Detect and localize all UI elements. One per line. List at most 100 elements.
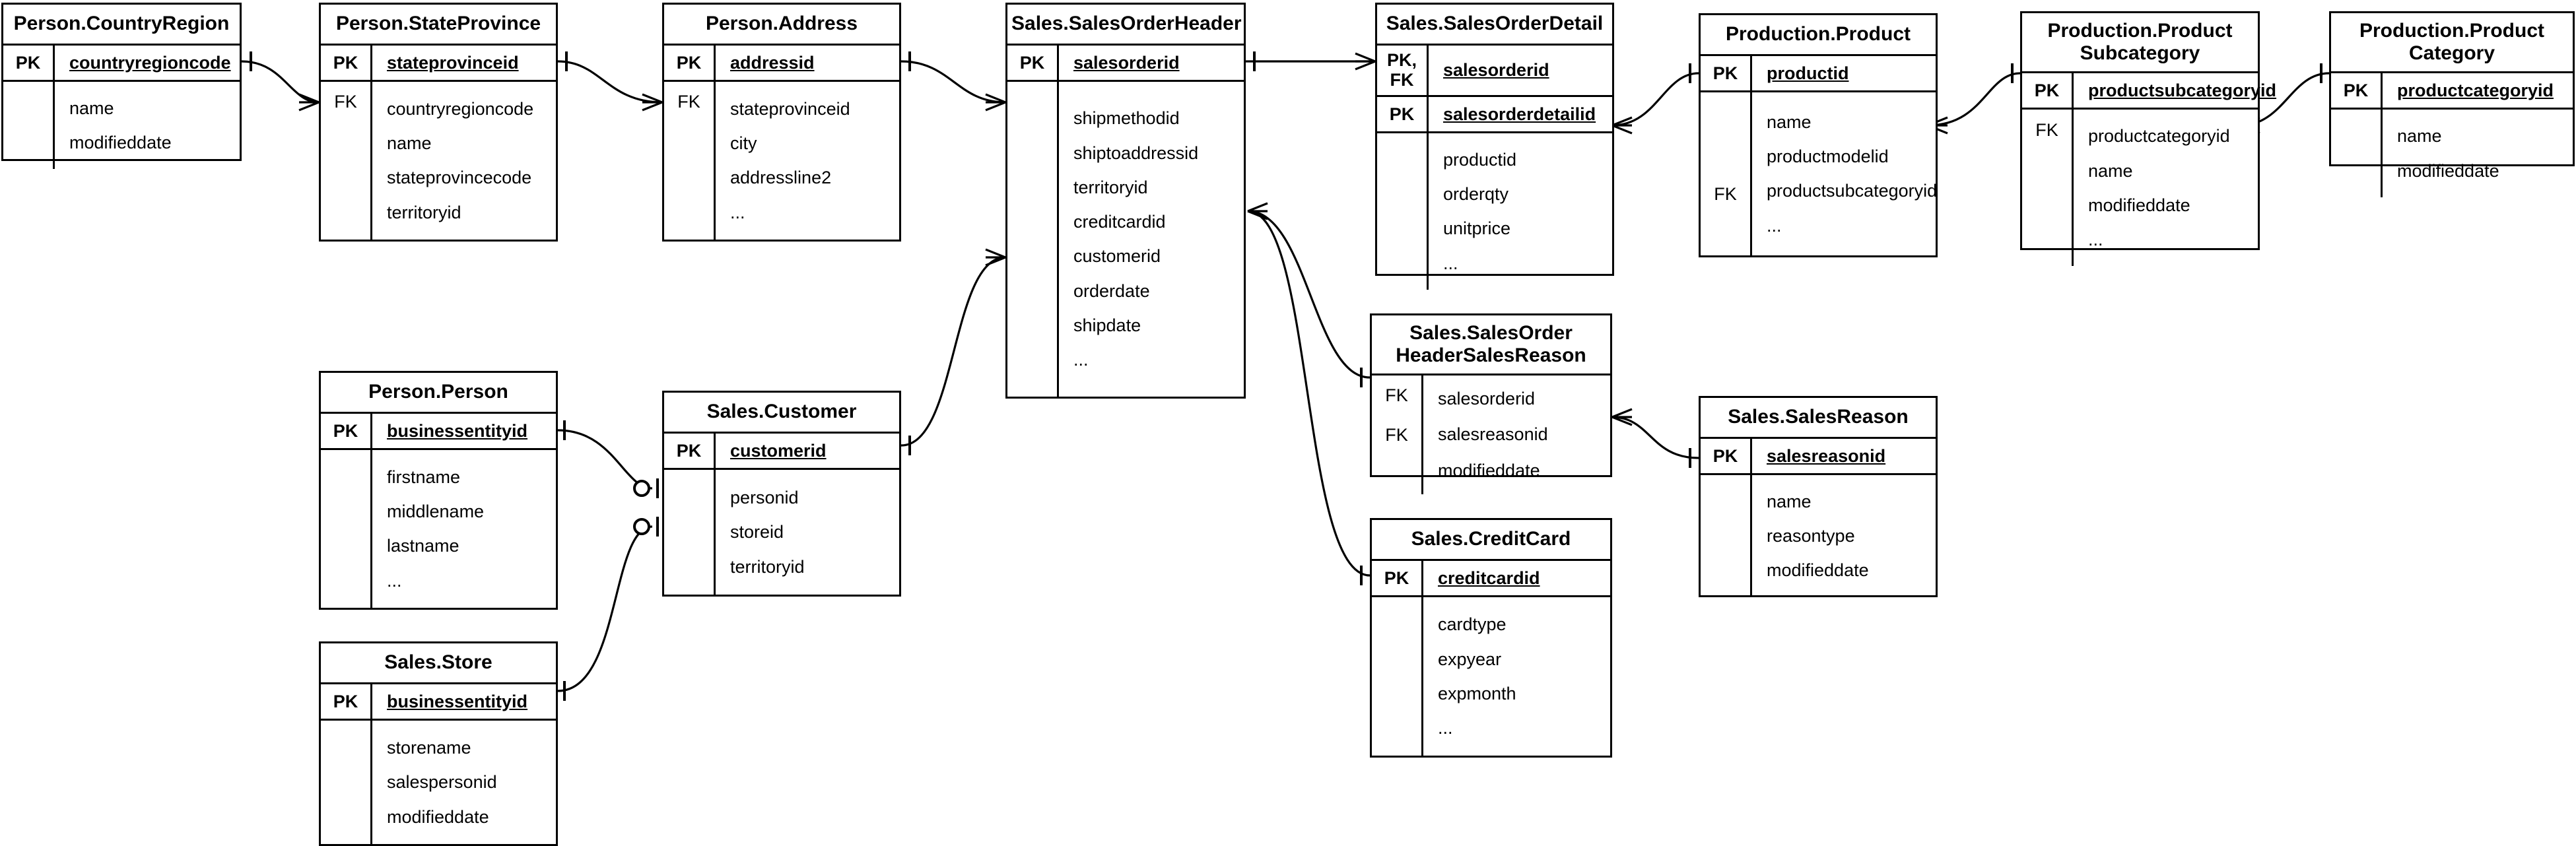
key-column-list: productsubcategoryid — [2074, 73, 2276, 108]
entity-title: Production.Product — [1701, 15, 1936, 56]
field-column-list: storename salespersonid modifieddate — [372, 721, 556, 844]
column-name: salesorderdetailid — [1443, 104, 1596, 124]
column-name: storeid — [730, 522, 784, 542]
column-name: salesreasonid — [1767, 445, 1886, 466]
column-name: orderqty — [1443, 184, 1509, 205]
column-name: productid — [1767, 63, 1849, 83]
field-tag-stack: FK — [2022, 110, 2074, 267]
key-tag: PK — [321, 45, 372, 80]
column-name: salesorderid — [1073, 52, 1180, 73]
entity-sales-customer[interactable]: Sales.Customer PK customerid personid st… — [662, 391, 901, 597]
fk-tag: FK — [334, 92, 357, 112]
key-column-list: salesorderdetailid — [1429, 97, 1612, 131]
field-column-list: firstname middlename lastname ... — [372, 450, 556, 608]
column-name: territoryid — [730, 556, 805, 577]
column-name: name — [1767, 491, 1812, 511]
field-tag — [664, 469, 716, 595]
entity-sales-salesorderdetail[interactable]: Sales.SalesOrderDetail PK, FK salesorder… — [1375, 3, 1614, 290]
entity-key-row: PK salesreasonid — [1701, 438, 1936, 475]
entity-key-row: PK businessentityid — [321, 413, 556, 450]
connector-stateprovince-address — [557, 51, 663, 112]
entity-field-row: FK name productmodelid productsubcategor… — [1701, 92, 1937, 255]
entity-person-stateprovince[interactable]: Person.StateProvince PK stateprovinceid … — [319, 3, 558, 242]
entity-production-productsubcategory[interactable]: Production.Product Subcategory PK produc… — [2020, 11, 2276, 267]
fk-tag: FK — [1714, 184, 1737, 205]
entity-field-row: storename salespersonid modifieddate — [321, 720, 556, 844]
entity-key-row: PK productsubcategoryid — [2022, 73, 2276, 110]
spacer — [1701, 133, 1750, 174]
column-name: storename — [387, 738, 471, 758]
column-name: reasontype — [1767, 526, 1855, 546]
entity-title: Production.Product Category — [2331, 13, 2573, 74]
spacer — [1372, 455, 1421, 494]
connector-salesorderheader-salesorderdetail — [1246, 51, 1376, 71]
column-name: ... — [1767, 215, 1782, 236]
entity-sales-store[interactable]: Sales.Store PK businessentityid storenam… — [319, 641, 558, 846]
column-name: unitprice — [1443, 218, 1511, 239]
entity-production-productcategory[interactable]: Production.Product Category PK productca… — [2329, 11, 2575, 197]
key-tag: PK — [1701, 438, 1752, 473]
field-tag — [321, 449, 372, 608]
entity-title: Sales.Customer — [664, 393, 899, 434]
column-name: firstname — [387, 467, 461, 487]
field-column-list: personid storeid territoryid — [716, 470, 899, 595]
entity-title: Person.Person — [321, 373, 556, 414]
entity-title: Person.StateProvince — [321, 5, 556, 46]
entity-person-countryregion[interactable]: Person.CountryRegion PK countryregioncod… — [1, 3, 242, 170]
field-tag-stack: FK — [1701, 92, 1752, 255]
entity-person-person[interactable]: Person.Person PK businessentityid firstn… — [319, 371, 558, 610]
field-tag — [321, 720, 372, 844]
column-name: countryregioncode — [69, 52, 231, 73]
entity-key-row: PK countryregioncode — [3, 45, 240, 82]
field-column-list: name modifieddate — [55, 82, 240, 169]
entity-field-row: personid storeid territoryid — [664, 469, 899, 595]
column-name: ... — [1073, 350, 1089, 370]
field-column-list: name reasontype modifieddate — [1752, 475, 1936, 597]
field-column-list: name productmodelid productsubcategoryid… — [1752, 92, 1937, 255]
entity-title: Person.Address — [664, 5, 899, 46]
connector-salesorderheader-creditcard — [1247, 210, 1371, 585]
entity-key-row: PK productid — [1701, 55, 1936, 92]
column-name: productmodelid — [1767, 146, 1889, 167]
entity-title: Sales.Store — [321, 643, 556, 684]
column-name: productsubcategoryid — [2088, 81, 2277, 101]
field-column-list: productcategoryid name modifieddate ... — [2074, 110, 2258, 266]
entity-title: Sales.SalesReason — [1701, 398, 1936, 439]
key-tag: PK — [3, 45, 55, 80]
column-name: modifieddate — [1438, 460, 1540, 480]
entity-sales-creditcard[interactable]: Sales.CreditCard PK creditcardid cardtyp… — [1370, 518, 1612, 758]
column-name: businessentityid — [387, 691, 528, 711]
column-name: modifieddate — [2088, 195, 2190, 215]
entity-key-row: PK salesorderid — [1007, 45, 1244, 82]
column-name: productid — [1443, 149, 1517, 170]
entity-title: Sales.SalesOrderDetail — [1377, 5, 1612, 46]
field-tag-stack: FK — [664, 81, 716, 240]
field-column-list: countryregioncode name stateprovincecode… — [372, 82, 556, 240]
field-tag — [1007, 81, 1059, 397]
entity-sales-salesreason[interactable]: Sales.SalesReason PK salesreasonid name … — [1699, 396, 1938, 597]
key-column-list: salesreasonid — [1752, 439, 1936, 473]
key-column-list: businessentityid — [372, 414, 556, 448]
column-name: ... — [2088, 230, 2103, 250]
entity-title: Sales.CreditCard — [1372, 520, 1610, 561]
entity-production-product[interactable]: Production.Product PK productid FK name … — [1699, 13, 1938, 257]
entity-person-address[interactable]: Person.Address PK addressid FK stateprov… — [662, 3, 901, 242]
column-name: salesorderid — [1438, 389, 1536, 409]
column-name: ... — [730, 202, 745, 222]
entity-field-row: firstname middlename lastname ... — [321, 449, 556, 608]
column-name: expyear — [1438, 649, 1502, 669]
column-name: modifieddate — [2397, 160, 2499, 181]
field-column-list: salesorderid salesreasonid modifieddate — [1423, 375, 1610, 494]
entity-sales-salesorderheadersalesreason[interactable]: Sales.SalesOrder HeaderSalesReason FK FK… — [1370, 313, 1612, 495]
key-tag: PK — [1701, 55, 1752, 90]
key-column-list: productcategoryid — [2383, 73, 2573, 108]
column-name: ... — [387, 570, 402, 591]
entity-key-row: PK salesorderdetailid — [1377, 96, 1612, 133]
key-column-list: businessentityid — [372, 684, 556, 719]
column-name: productcategoryid — [2088, 126, 2230, 146]
entity-sales-salesorderheader[interactable]: Sales.SalesOrderHeader PK salesorderid s… — [1005, 3, 1246, 399]
connector-productsubcategory-product — [1927, 63, 2021, 135]
entity-key-row: PK productcategoryid — [2331, 73, 2573, 110]
key-column-list: addressid — [716, 46, 899, 80]
